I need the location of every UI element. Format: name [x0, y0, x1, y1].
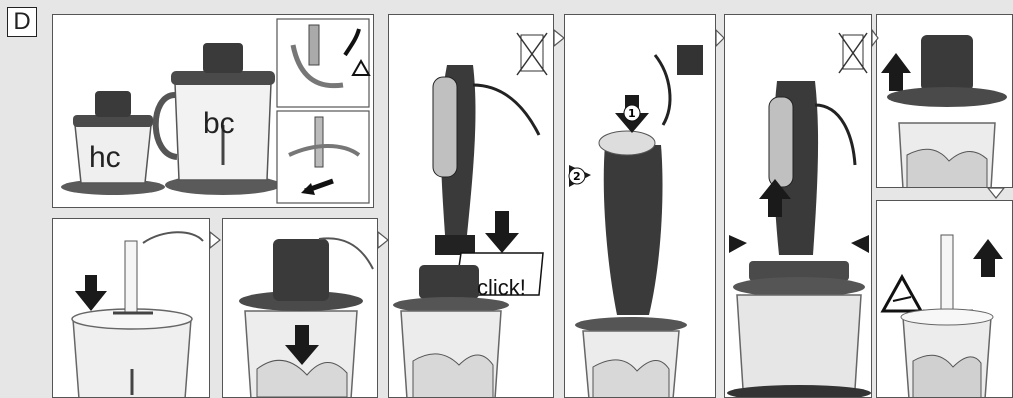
flow-arrow-icon: [716, 30, 724, 46]
flow-arrow-icon: [988, 188, 1004, 198]
flow-arrow-icon: [554, 30, 564, 46]
flow-arrow-icon: [872, 30, 878, 46]
flow-arrow-icon: [378, 232, 388, 248]
flow-arrow-icon: [210, 232, 220, 248]
